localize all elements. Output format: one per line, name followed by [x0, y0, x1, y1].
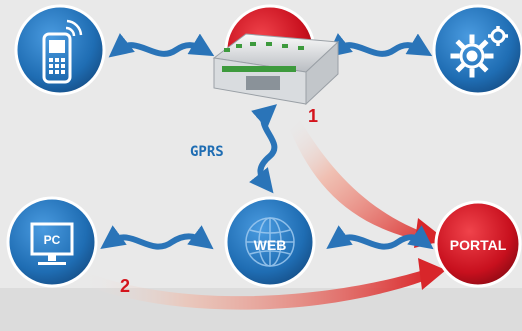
gprs-label: GPRS — [190, 144, 224, 160]
node-controller — [212, 4, 340, 106]
node-settings — [432, 4, 522, 96]
node-pc: PC — [6, 196, 98, 288]
mobile-phone-icon — [42, 19, 83, 84]
node-phone — [14, 4, 106, 96]
computer-monitor-icon — [30, 222, 74, 265]
node-web: WEB — [224, 196, 316, 288]
link-pc-web — [100, 225, 214, 250]
node-portal: PORTAL — [434, 200, 522, 288]
path-label-1: 1 — [308, 106, 318, 126]
link-phone-controller — [108, 33, 215, 58]
link-web-portal — [326, 225, 434, 250]
flow-path-2-arrowhead — [418, 258, 446, 290]
gear-settings-icon — [450, 26, 508, 78]
bottom-band — [0, 288, 522, 331]
path-label-2: 2 — [120, 276, 130, 296]
flow-path-1 — [290, 120, 438, 244]
globe-icon — [245, 217, 295, 267]
link-controller-settings — [326, 33, 433, 58]
din-rail-controller-icon — [212, 33, 340, 106]
link-gprs — [249, 104, 278, 194]
portal-label: PORTAL — [450, 237, 507, 253]
pc-label: PC — [44, 233, 61, 247]
web-label: WEB — [254, 237, 287, 253]
flow-path-2 — [80, 268, 432, 310]
